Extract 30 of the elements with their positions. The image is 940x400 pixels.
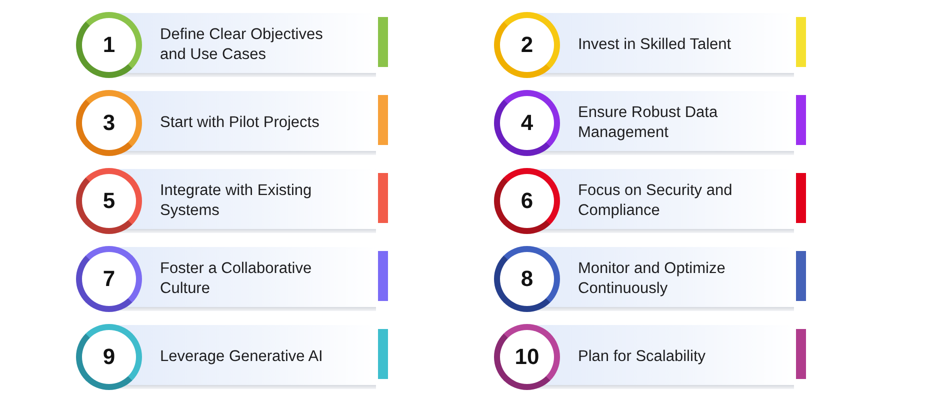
step-card bbox=[76, 324, 388, 390]
step-title: Plan for Scalability bbox=[578, 347, 707, 367]
step-card bbox=[494, 168, 806, 234]
step-title: Ensure Robust Data Management bbox=[578, 103, 719, 143]
step-title: Monitor and Optimize Continuously bbox=[578, 259, 726, 299]
step-title: Leverage Generative AI bbox=[160, 347, 324, 367]
step-card bbox=[494, 90, 806, 156]
step-title: Invest in Skilled Talent bbox=[578, 35, 732, 55]
step-card bbox=[76, 90, 388, 156]
step-number: 2 bbox=[494, 12, 560, 78]
step-number: 4 bbox=[494, 90, 560, 156]
step-card bbox=[76, 12, 388, 78]
step-number: 9 bbox=[76, 324, 142, 390]
step-title: Start with Pilot Projects bbox=[160, 113, 320, 133]
step-card bbox=[76, 168, 388, 234]
step-title: Integrate with Existing Systems bbox=[160, 181, 313, 221]
step-card bbox=[494, 12, 806, 78]
step-card bbox=[494, 246, 806, 312]
step-number: 8 bbox=[494, 246, 560, 312]
step-number: 7 bbox=[76, 246, 142, 312]
step-number: 1 bbox=[76, 12, 142, 78]
step-number: 10 bbox=[494, 324, 560, 390]
step-card bbox=[76, 246, 388, 312]
step-number: 5 bbox=[76, 168, 142, 234]
step-number: 3 bbox=[76, 90, 142, 156]
step-title: Define Clear Objectives and Use Cases bbox=[160, 25, 324, 65]
step-title: Foster a Collaborative Culture bbox=[160, 259, 313, 299]
step-number: 6 bbox=[494, 168, 560, 234]
step-card bbox=[494, 324, 806, 390]
step-title: Focus on Security and Compliance bbox=[578, 181, 734, 221]
